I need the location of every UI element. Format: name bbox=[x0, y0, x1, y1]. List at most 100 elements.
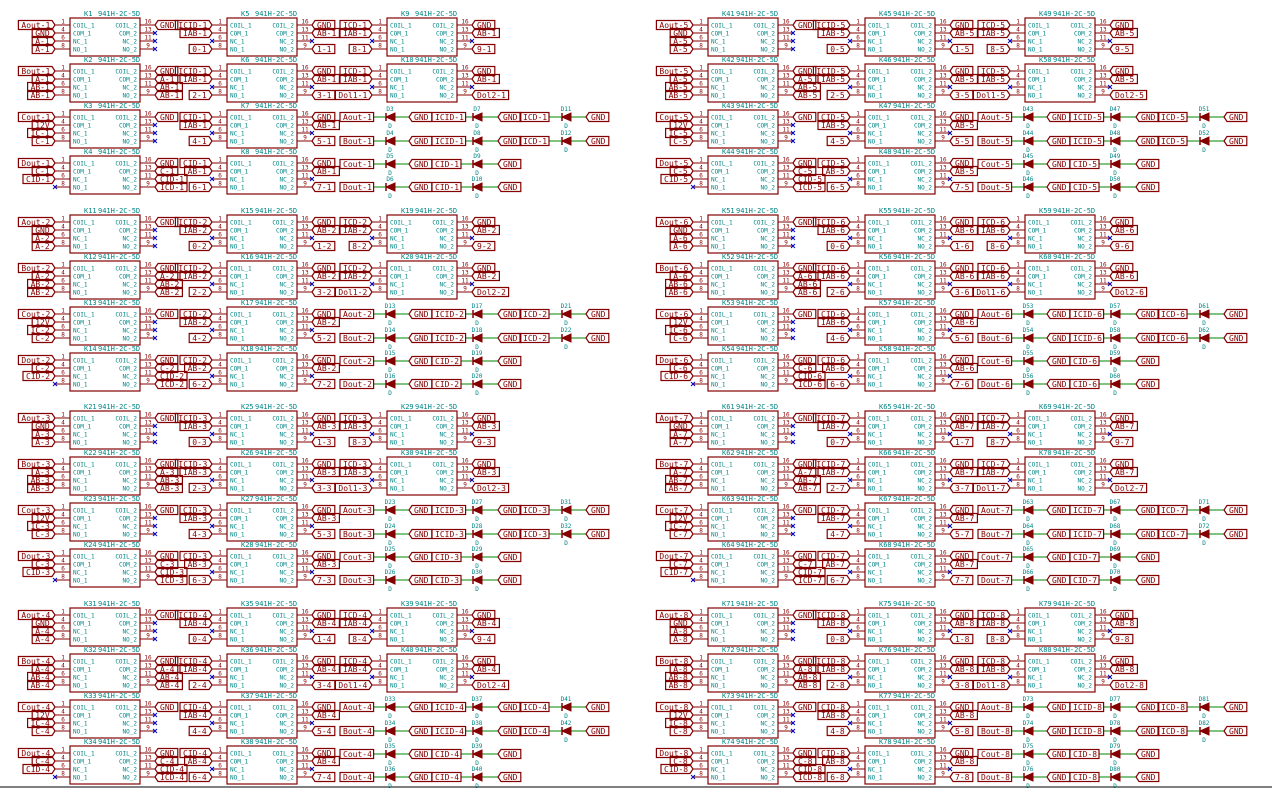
net-label[interactable]: AB-5 bbox=[949, 73, 979, 85]
net-label[interactable]: Dol2-5 bbox=[1109, 89, 1148, 101]
net-label[interactable]: CID-1 bbox=[22, 173, 56, 185]
net-label[interactable]: IAB-3 bbox=[179, 512, 213, 524]
net-label[interactable]: AB-3 bbox=[27, 482, 56, 494]
net-label[interactable]: 1-2 bbox=[311, 240, 336, 252]
net-label[interactable]: Dol2-2 bbox=[471, 286, 510, 298]
net-label[interactable]: 2-5 bbox=[826, 89, 851, 101]
net-label[interactable]: GND bbox=[1135, 574, 1160, 586]
net-label[interactable]: GND bbox=[792, 216, 817, 228]
net-label[interactable]: AB-3 bbox=[154, 482, 183, 494]
net-label[interactable]: CID-1 bbox=[179, 157, 213, 169]
net-label[interactable]: GND bbox=[1223, 135, 1248, 147]
net-label[interactable]: GND bbox=[1046, 111, 1071, 123]
net-label[interactable]: Cout-2 bbox=[17, 308, 56, 320]
net-label[interactable]: 0-1 bbox=[188, 43, 213, 55]
net-label[interactable]: AB-2 bbox=[184, 362, 213, 374]
net-label[interactable]: 5-1 bbox=[311, 135, 336, 147]
net-label[interactable]: 2-3 bbox=[188, 482, 213, 494]
net-label[interactable]: GND bbox=[792, 609, 817, 621]
net-label[interactable]: GND bbox=[1046, 378, 1071, 390]
net-label[interactable]: GND bbox=[585, 504, 610, 516]
net-label[interactable]: 8-5 bbox=[986, 43, 1011, 55]
net-label[interactable]: 7-6 bbox=[949, 378, 974, 390]
net-label[interactable]: 3-2 bbox=[311, 286, 336, 298]
net-label[interactable]: GND bbox=[1135, 355, 1160, 367]
net-label[interactable]: AB-2 bbox=[311, 224, 340, 236]
net-label[interactable]: 9-5 bbox=[1109, 43, 1134, 55]
net-label[interactable]: GND bbox=[408, 574, 433, 586]
net-label[interactable]: AB-5 bbox=[949, 119, 979, 131]
net-label[interactable]: 4-1 bbox=[188, 135, 213, 147]
net-label[interactable]: Aout-3 bbox=[17, 412, 56, 424]
net-label[interactable]: Dout-1 bbox=[17, 157, 56, 169]
net-label[interactable]: 9-6 bbox=[1109, 240, 1134, 252]
net-label[interactable]: 8-1 bbox=[348, 43, 373, 55]
net-label[interactable]: GND bbox=[1046, 308, 1071, 320]
net-label[interactable]: AB-1 bbox=[311, 73, 340, 85]
net-label[interactable]: GND bbox=[1135, 111, 1160, 123]
net-label[interactable]: Dol2-1 bbox=[471, 89, 510, 101]
net-label[interactable]: C-1 bbox=[31, 135, 56, 147]
net-label[interactable]: AB-3 bbox=[311, 512, 340, 524]
net-label[interactable]: AB-2 bbox=[471, 224, 500, 236]
net-label[interactable]: ICD-6 bbox=[1157, 332, 1188, 344]
net-label[interactable]: GND bbox=[1135, 308, 1160, 320]
net-label[interactable]: IAB-2 bbox=[179, 270, 213, 282]
net-label[interactable]: 6-3 bbox=[188, 574, 213, 586]
net-label[interactable]: GND bbox=[1046, 158, 1071, 170]
net-label[interactable]: AB-7 bbox=[792, 482, 822, 494]
net-label[interactable]: 1-4 bbox=[311, 633, 336, 645]
net-label[interactable]: AB-7 bbox=[949, 558, 979, 570]
net-label[interactable]: ICD-1 bbox=[519, 111, 550, 123]
net-label[interactable]: 5-2 bbox=[311, 332, 336, 344]
net-label[interactable]: IAB-4 bbox=[179, 663, 213, 675]
net-label[interactable]: CID-5 bbox=[1069, 181, 1100, 193]
net-label[interactable]: CID-4 bbox=[22, 763, 56, 775]
net-label[interactable]: AB-1 bbox=[154, 89, 183, 101]
net-label[interactable]: 1-1 bbox=[311, 43, 336, 55]
net-label[interactable]: CID-4 bbox=[179, 747, 213, 759]
net-label[interactable]: 6-2 bbox=[188, 378, 213, 390]
net-label[interactable]: 3-3 bbox=[311, 482, 336, 494]
net-label[interactable]: GND bbox=[408, 528, 433, 540]
net-label[interactable]: Cout-2 bbox=[339, 355, 375, 367]
net-label[interactable]: Bout-5 bbox=[977, 135, 1013, 147]
net-label[interactable]: AB-4 bbox=[311, 617, 340, 629]
net-label[interactable]: AB-6 bbox=[949, 316, 979, 328]
net-label[interactable]: 5-4 bbox=[311, 725, 336, 737]
net-label[interactable]: ICID-2 bbox=[431, 332, 467, 344]
net-label[interactable]: Bout-5 bbox=[655, 65, 694, 77]
net-label[interactable]: ICID-3 bbox=[431, 504, 467, 516]
net-label[interactable]: 9-2 bbox=[471, 240, 496, 252]
net-label[interactable]: GND bbox=[154, 216, 179, 228]
